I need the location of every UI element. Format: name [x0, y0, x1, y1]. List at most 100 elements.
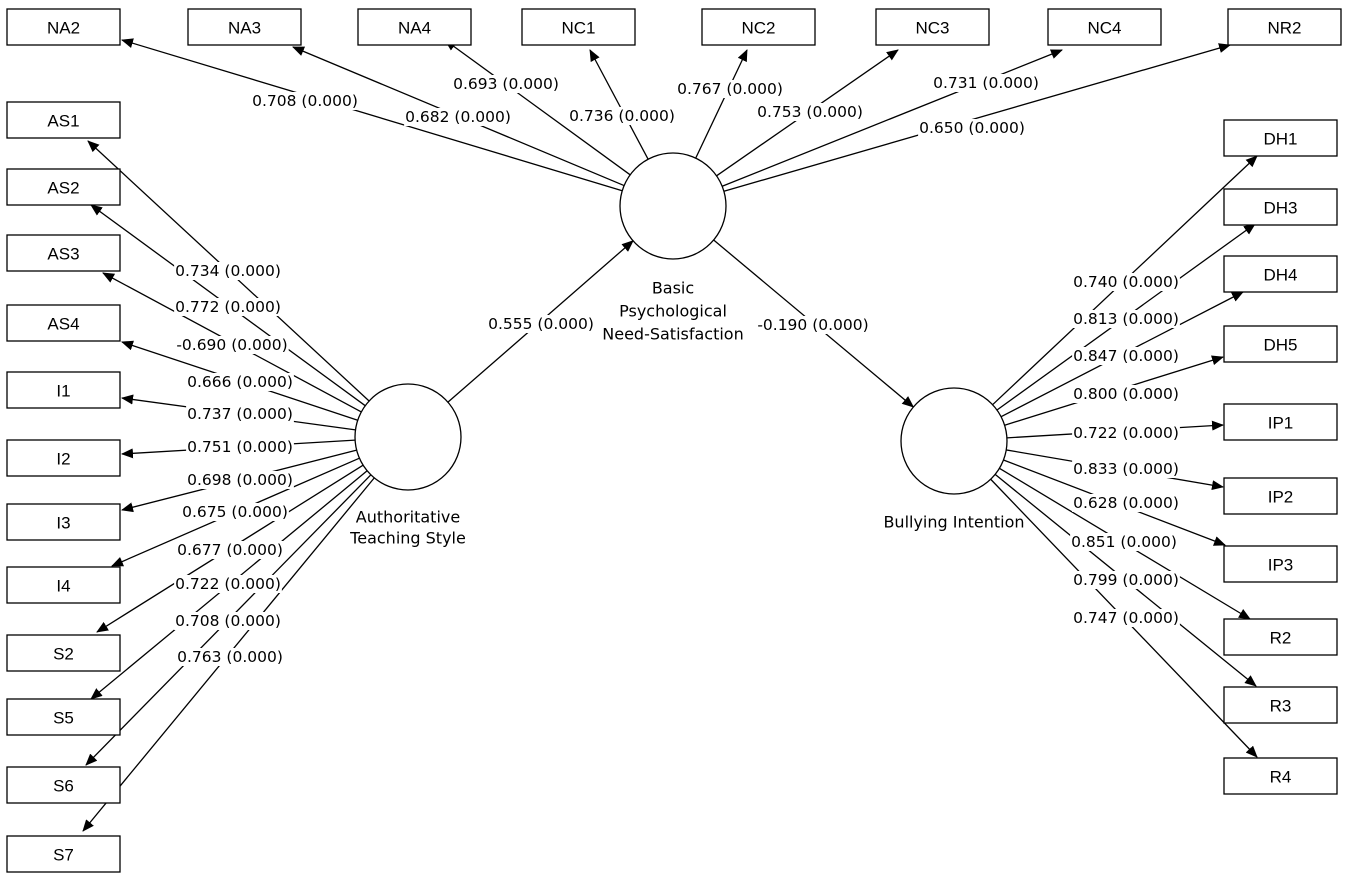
- label-background: [1072, 310, 1180, 328]
- label-background: [186, 471, 294, 489]
- indicator-label: IP3: [1268, 556, 1294, 575]
- label-background: [756, 103, 864, 121]
- indicator-as3: AS3: [6, 234, 121, 272]
- label-background: [452, 75, 560, 93]
- label-background: [251, 92, 359, 110]
- loading-label-nc3: 0.753 (0.000): [757, 103, 863, 121]
- indicator-box: [701, 8, 816, 46]
- edge-bpns-nc2: [695, 49, 748, 159]
- loading-label-i4: 0.675 (0.000): [182, 503, 288, 521]
- loading-label-nr2: 0.650 (0.000): [919, 119, 1025, 137]
- label-background: [174, 575, 282, 593]
- indicator-label: I4: [56, 577, 70, 596]
- indicator-label: R4: [1270, 768, 1292, 787]
- indicator-box: [1223, 325, 1338, 363]
- indicator-box: [6, 8, 121, 46]
- indicator-box: [6, 566, 121, 604]
- indicator-i2: I2: [6, 439, 121, 477]
- loading-label-ip3: 0.628 (0.000): [1073, 494, 1179, 512]
- indicator-label: S5: [53, 709, 74, 728]
- indicator-label: R2: [1270, 629, 1292, 648]
- indicator-box: [6, 371, 121, 409]
- indicator-box: [6, 168, 121, 206]
- label-background: [1072, 609, 1180, 627]
- indicator-box: [6, 766, 121, 804]
- indicator-ip2: IP2: [1223, 477, 1338, 515]
- label-background: [676, 80, 784, 98]
- latent-circle: [900, 387, 1008, 495]
- indicator-label: AS4: [47, 315, 79, 334]
- indicator-label: I1: [56, 382, 70, 401]
- indicator-box: [6, 503, 121, 541]
- indicator-na2: NA2: [6, 8, 121, 46]
- indicator-as4: AS4: [6, 304, 121, 342]
- latent-label-line: Psychological: [619, 302, 727, 321]
- indicator-label: S2: [53, 645, 74, 664]
- indicator-box: [1223, 403, 1338, 441]
- edge-bpns-nr2: [723, 43, 1231, 192]
- loading-label-dh4: 0.847 (0.000): [1073, 347, 1179, 365]
- label-background: [186, 405, 294, 423]
- label-background: [174, 298, 282, 316]
- indicator-box: [6, 234, 121, 272]
- indicator-s6: S6: [6, 766, 121, 804]
- label-background: [1072, 460, 1180, 478]
- indicator-label: NA4: [398, 19, 431, 38]
- loading-label-nc2: 0.767 (0.000): [677, 80, 783, 98]
- loading-label-s6: 0.708 (0.000): [175, 612, 281, 630]
- label-background: [181, 503, 289, 521]
- loading-label-nc4: 0.731 (0.000): [933, 74, 1039, 92]
- label-background: [176, 541, 284, 559]
- indicator-label: DH4: [1263, 266, 1297, 285]
- indicator-nr2: NR2: [1227, 8, 1342, 46]
- label-background: [174, 612, 282, 630]
- loading-label-na4: 0.693 (0.000): [453, 75, 559, 93]
- indicator-nc1: NC1: [521, 8, 636, 46]
- indicator-label: DH5: [1263, 336, 1297, 355]
- indicator-label: S7: [53, 846, 74, 865]
- indicator-box: [1223, 618, 1338, 656]
- indicator-box: [6, 835, 121, 873]
- indicator-label: NR2: [1267, 19, 1301, 38]
- label-background: [1070, 533, 1178, 551]
- indicator-na3: NA3: [187, 8, 302, 46]
- indicator-label: NC1: [561, 19, 595, 38]
- loading-label-s7: 0.763 (0.000): [177, 648, 283, 666]
- indicator-box: [6, 304, 121, 342]
- loading-label-s2: 0.677 (0.000): [177, 541, 283, 559]
- indicator-label: NA3: [228, 19, 261, 38]
- label-background: [918, 119, 1026, 137]
- path-coefficient-ats-bpns: 0.555 (0.000): [488, 315, 594, 333]
- edge-bpns-nc4: [721, 49, 1063, 187]
- label-background: [1072, 494, 1180, 512]
- loading-label-dh5: 0.800 (0.000): [1073, 385, 1179, 403]
- indicator-s7: S7: [6, 835, 121, 873]
- indicator-box: [1227, 8, 1342, 46]
- indicator-box: [875, 8, 990, 46]
- indicator-label: R3: [1270, 697, 1292, 716]
- label-background: [186, 438, 294, 456]
- loading-label-dh1: 0.740 (0.000): [1073, 273, 1179, 291]
- indicator-label: NA2: [47, 19, 80, 38]
- loading-label-i2: 0.751 (0.000): [187, 438, 293, 456]
- loading-label-as4: 0.666 (0.000): [187, 373, 293, 391]
- latent-label-line: Teaching Style: [349, 529, 466, 548]
- indicator-r4: R4: [1223, 757, 1338, 795]
- loading-label-i3: 0.698 (0.000): [187, 471, 293, 489]
- indicator-box: [1223, 255, 1338, 293]
- label-background: [174, 262, 282, 280]
- indicator-label: IP2: [1268, 488, 1294, 507]
- label-background: [932, 74, 1040, 92]
- indicator-box: [357, 8, 472, 46]
- indicator-nc3: NC3: [875, 8, 990, 46]
- indicator-label: I3: [56, 514, 70, 533]
- label-background: [404, 108, 512, 126]
- indicator-box: [1223, 477, 1338, 515]
- edge-bpns-nc1: [589, 49, 649, 160]
- label-background: [487, 315, 595, 333]
- edge-bpns-na2: [121, 38, 623, 192]
- label-background: [1072, 424, 1180, 442]
- label-background: [186, 373, 294, 391]
